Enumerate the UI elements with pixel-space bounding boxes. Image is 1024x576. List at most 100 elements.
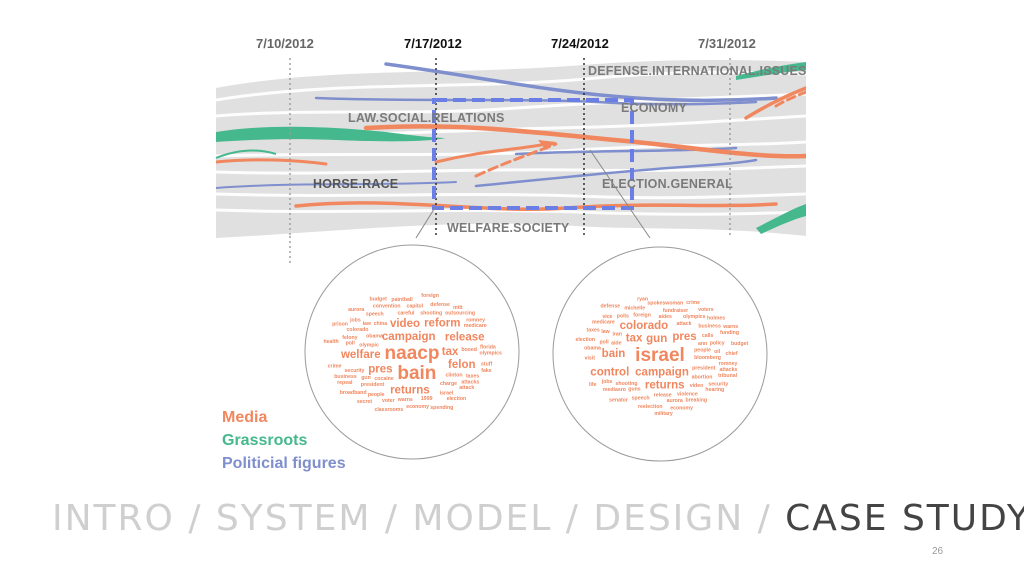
cloud-word: funding: [720, 330, 739, 336]
topic-label-election: ELECTION.GENERAL: [602, 177, 733, 191]
page-number: 26: [932, 546, 944, 557]
cloud-word: campaign: [635, 366, 689, 378]
cloud-word: oil: [714, 349, 721, 355]
cloud-word: shooting: [420, 311, 442, 317]
cloud-word: people: [368, 392, 385, 398]
cloud-word: aurora: [348, 307, 364, 313]
cloud-word: poll: [346, 340, 356, 346]
grassroots-stream: [216, 126, 446, 142]
cloud-word: fundraiser: [663, 308, 688, 314]
cloud-word: naacp: [385, 343, 440, 364]
cloud-word: tax: [626, 333, 643, 345]
cloud-word: attack: [677, 321, 692, 327]
cloud-word: israel: [440, 390, 454, 396]
topic-label-law: LAW.SOCIAL.RELATIONS: [348, 111, 505, 125]
cloud-word: visit: [585, 356, 596, 362]
cloud-word: welfare: [340, 349, 381, 361]
cloud-word: obama: [366, 333, 383, 339]
cloud-word: medicare: [592, 319, 615, 325]
cloud-word: campaign: [382, 331, 436, 343]
legend-media: Media: [222, 409, 268, 426]
cloud-word: president: [692, 366, 716, 372]
cloud-word: tribunal: [718, 373, 738, 379]
cloud-word: senator: [609, 398, 628, 404]
date-label-3: 7/24/2012: [551, 36, 609, 51]
topic-label-economy: ECONOMY: [621, 101, 687, 115]
cloud-word: security: [708, 381, 728, 387]
cloud-word: pres: [672, 331, 696, 343]
cloud-word: ann: [698, 341, 707, 347]
cloud-word: outsourcing: [445, 311, 475, 317]
cloud-word: defense: [600, 303, 620, 309]
cloud-word: mitt: [453, 305, 463, 311]
cloud-word: capitol: [406, 303, 423, 309]
cloud-word: economy: [406, 404, 429, 410]
cloud-word: business: [334, 374, 357, 380]
cloud-word: israel: [635, 345, 685, 366]
grassroots-stream-bottom: [756, 204, 806, 234]
cloud-word: speech: [366, 312, 384, 318]
cloud-word: economy: [670, 406, 693, 412]
cloud-word: booed: [461, 347, 477, 353]
nav-item-case-study[interactable]: CASE STUDY: [785, 498, 1024, 539]
date-label-4: 7/31/2012: [698, 36, 756, 51]
cloud-word: spending: [430, 405, 453, 411]
cloud-word: mediasro: [603, 387, 626, 393]
topic-label-defense: DEFENSE.INTERNATIONAL.ISSUES: [588, 64, 807, 78]
cloud-word: pres: [368, 363, 392, 375]
cloud-word: gun: [361, 375, 371, 381]
cloud-word: president: [361, 382, 385, 388]
word-cloud-right: [552, 246, 768, 462]
callout-line-left: [415, 205, 437, 239]
nav-item-intro[interactable]: INTRO: [52, 498, 175, 539]
cloud-word: video: [690, 383, 704, 389]
cloud-word: bain: [602, 348, 626, 360]
media-stream: [363, 124, 806, 159]
cloud-word: returns: [645, 380, 685, 392]
cloud-word: taxes: [466, 374, 479, 380]
cloud-word: clinton: [445, 372, 462, 378]
cloud-word: china: [374, 321, 388, 327]
cloud-word: shooting: [616, 381, 638, 387]
cloud-word: voter: [382, 398, 395, 404]
cloud-word: people: [694, 348, 711, 354]
cloud-word: law: [601, 329, 610, 335]
cloud-word: aide: [611, 340, 621, 346]
cloud-word: prison: [332, 322, 348, 328]
cloud-word: guns: [628, 387, 641, 393]
political-stream: [384, 62, 778, 103]
cloud-word: policy: [710, 340, 725, 346]
nav-item-system[interactable]: SYSTEM: [215, 498, 372, 539]
nav-separator: /: [371, 498, 413, 539]
cloud-word: aides: [659, 314, 672, 320]
nav-separator: /: [552, 498, 594, 539]
cloud-word: hearing: [705, 387, 724, 393]
cloud-word: vice: [602, 314, 612, 320]
date-label-2: 7/17/2012: [404, 36, 462, 51]
cloud-word: attacks: [461, 379, 479, 385]
highlight-selection-box[interactable]: [432, 98, 634, 210]
cloud-word: colorado: [620, 320, 669, 332]
cloud-word: jobs: [349, 317, 361, 323]
cloud-word: violence: [677, 391, 698, 397]
cloud-word: foreign: [421, 293, 439, 299]
cloud-word: bloomberg: [694, 355, 721, 361]
nav-item-design[interactable]: DESIGN: [593, 498, 745, 539]
cloud-word: obama: [584, 346, 601, 352]
cloud-word: cocaine: [374, 376, 393, 382]
cloud-word: michelle: [624, 305, 645, 311]
cloud-word: crime: [328, 364, 342, 370]
cloud-word: budget: [731, 341, 749, 347]
cloud-word: warns: [397, 397, 413, 403]
cloud-word: charge: [440, 381, 457, 387]
cloud-word: iran: [612, 332, 622, 338]
nav-item-model[interactable]: MODEL: [412, 498, 553, 539]
cloud-word: security: [345, 368, 365, 374]
topic-label-welfare: WELFARE.SOCIETY: [447, 221, 570, 235]
cloud-word: medicare: [464, 323, 487, 329]
cloud-word: felony: [342, 335, 357, 341]
cloud-word: classrooms: [374, 407, 403, 413]
cloud-word: felon: [448, 359, 475, 371]
cloud-word: calls: [702, 333, 714, 339]
cloud-word: stuff: [481, 362, 493, 368]
